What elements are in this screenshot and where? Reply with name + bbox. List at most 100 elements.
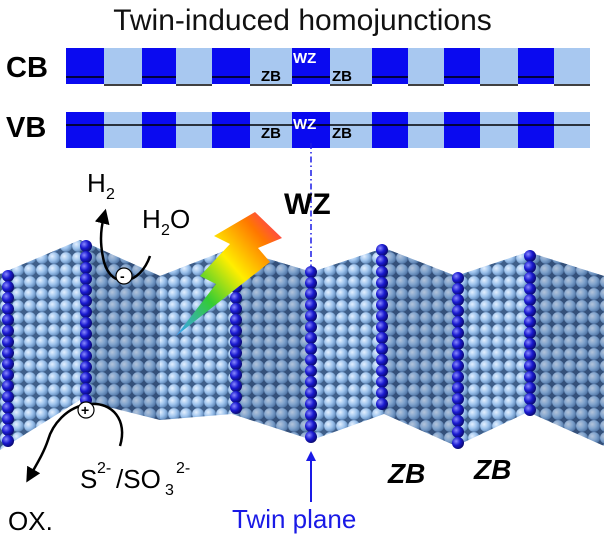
twin-atom xyxy=(2,347,14,359)
twin-atom xyxy=(80,262,92,274)
twin-atom xyxy=(305,299,317,311)
twin-atom xyxy=(2,424,14,436)
zb-segment xyxy=(554,48,590,84)
conduction-band-strip xyxy=(66,48,590,86)
twin-atom xyxy=(524,393,536,405)
twin-atom xyxy=(376,266,388,278)
twin-atom xyxy=(305,343,317,355)
twin-atom xyxy=(376,354,388,366)
twin-atom xyxy=(452,404,464,416)
twin-atom xyxy=(376,310,388,322)
h2-label: H xyxy=(87,168,106,198)
zb-segment xyxy=(408,112,444,148)
facet-1 xyxy=(0,240,80,450)
twin-atom xyxy=(452,349,464,361)
wz-segment xyxy=(444,112,480,148)
twin-atom xyxy=(524,360,536,372)
twin-atom xyxy=(230,402,242,414)
twin-atom xyxy=(524,272,536,284)
wz-segment xyxy=(518,112,554,148)
twin-atom xyxy=(2,325,14,337)
twin-atom xyxy=(80,251,92,263)
valence-band-strip xyxy=(66,112,590,148)
sulfite-superscript: 2- xyxy=(176,460,190,477)
oxidation-arrow xyxy=(26,402,124,483)
wz-segment xyxy=(372,48,408,84)
twin-atom xyxy=(80,295,92,307)
zb-segment xyxy=(480,112,518,148)
zb-surface-label-2: ZB xyxy=(473,454,511,485)
facet-5 xyxy=(312,248,384,440)
twin-atom xyxy=(452,426,464,438)
zb-segment xyxy=(480,48,518,84)
cb-zb-left-label: ZB xyxy=(261,68,281,85)
twin-atom xyxy=(230,369,242,381)
facet-8 xyxy=(528,252,604,446)
twin-atom xyxy=(524,338,536,350)
twin-atom xyxy=(305,431,317,443)
twin-atom xyxy=(80,339,92,351)
twin-atom xyxy=(2,391,14,403)
wz-segment xyxy=(142,112,176,148)
twin-atom xyxy=(2,281,14,293)
zb-segment xyxy=(250,112,292,148)
twin-atom xyxy=(524,261,536,273)
twin-atom xyxy=(376,332,388,344)
twin-atom xyxy=(524,382,536,394)
zb-segment xyxy=(408,48,444,84)
twin-atom xyxy=(230,347,242,359)
sulfide-superscript: 2- xyxy=(97,460,111,477)
twin-atom xyxy=(80,317,92,329)
twin-atom xyxy=(80,284,92,296)
twin-atom xyxy=(80,350,92,362)
zb-segment xyxy=(330,112,372,148)
twin-atom xyxy=(2,380,14,392)
twin-atom xyxy=(376,244,388,256)
twin-atom xyxy=(524,283,536,295)
hole-icon xyxy=(77,401,95,419)
twin-atom xyxy=(230,391,242,403)
twin-atom xyxy=(376,321,388,333)
h2o-label-o: O xyxy=(170,204,190,234)
twin-atom xyxy=(230,380,242,392)
zb-segment xyxy=(330,48,372,84)
twin-atom xyxy=(305,277,317,289)
twin-atom xyxy=(2,435,14,447)
twin-plane-label: Twin plane xyxy=(232,504,356,534)
twin-atom xyxy=(376,343,388,355)
wz-segment xyxy=(444,48,480,84)
twin-atom xyxy=(376,255,388,267)
twin-atom xyxy=(376,365,388,377)
twin-atom xyxy=(524,371,536,383)
twin-atom xyxy=(2,369,14,381)
zb-segment xyxy=(176,112,212,148)
twin-atom xyxy=(452,272,464,284)
twin-atom xyxy=(452,371,464,383)
zb-segment xyxy=(250,48,292,84)
twin-atom xyxy=(452,437,464,449)
electron-icon xyxy=(115,267,133,285)
twin-atom xyxy=(376,288,388,300)
twin-atom xyxy=(376,299,388,311)
twin-atom xyxy=(230,314,242,326)
twin-atom xyxy=(80,273,92,285)
sulfide-label: S xyxy=(80,464,97,494)
twin-atom xyxy=(305,365,317,377)
h2-subscript: 2 xyxy=(106,186,115,203)
twin-atom xyxy=(305,420,317,432)
twin-atom xyxy=(230,292,242,304)
twin-atom xyxy=(305,310,317,322)
facet-4 xyxy=(232,248,312,440)
twin-atom xyxy=(452,360,464,372)
electron-symbol: - xyxy=(120,268,125,284)
twin-atom xyxy=(305,332,317,344)
vb-zb-right-label: ZB xyxy=(332,125,352,142)
twin-atom xyxy=(452,338,464,350)
twin-atom xyxy=(305,409,317,421)
sulfite-subscript: 3 xyxy=(165,482,174,499)
wz-segment xyxy=(372,112,408,148)
twin-atom xyxy=(452,382,464,394)
sulfite-label: /SO xyxy=(116,464,161,494)
oxidation-product-label: OX. xyxy=(8,506,53,536)
